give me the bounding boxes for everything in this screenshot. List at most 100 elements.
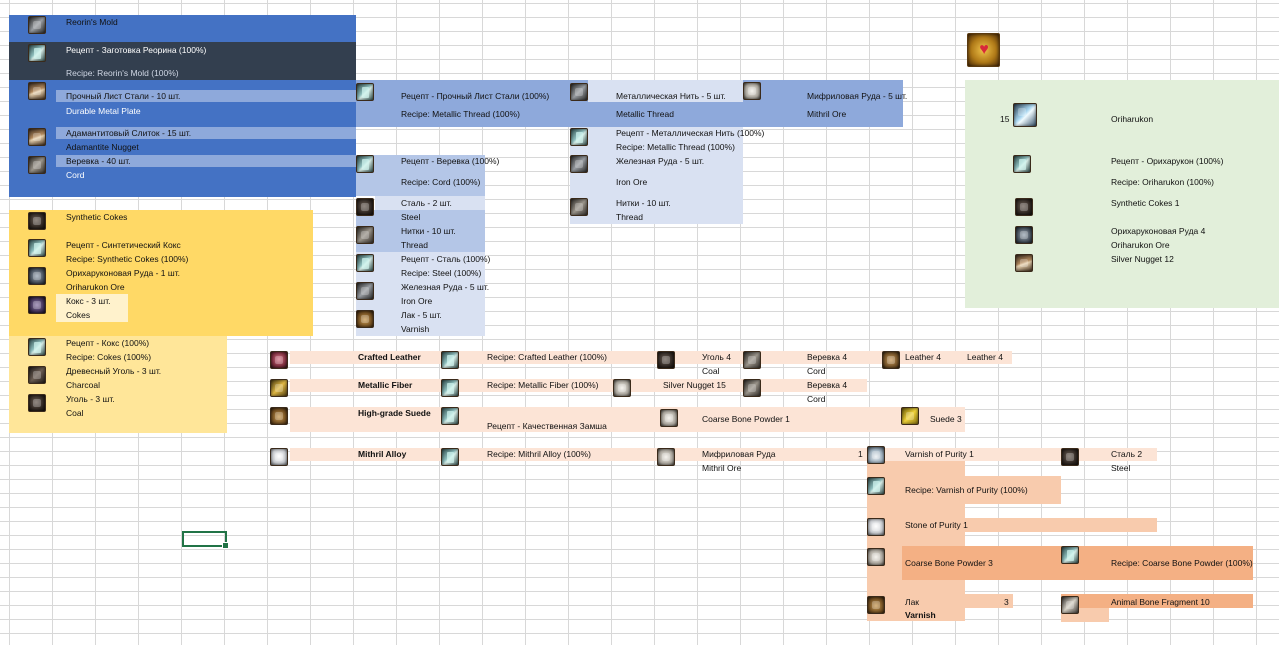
cell-adamantite-en[interactable]: Adamantite Nugget	[66, 142, 139, 152]
cell-adamantite-ru[interactable]: Адамантитовый Слиток - 15 шт.	[66, 128, 192, 138]
cell-varnish-purity[interactable]: Varnish of Purity 1	[905, 449, 974, 459]
cell-cokes-recipe-ru[interactable]: Рецепт - Синтетический Кокс	[66, 240, 181, 250]
cell-varnish-ru[interactable]: Лак - 5 шт.	[401, 310, 442, 320]
cell-steel-ru[interactable]: Сталь - 2 шт.	[401, 198, 452, 208]
cell-koks-ru[interactable]: Кокс - 3 шт.	[66, 296, 111, 306]
cell-orih-en[interactable]: Oriharukon Ore	[66, 282, 125, 292]
cell-coal-en[interactable]: Coal	[66, 408, 84, 418]
cell-fiber-cord-ru[interactable]: Веревка 4	[807, 380, 848, 390]
cell-green-silver[interactable]: Silver Nugget 12	[1111, 254, 1174, 264]
cell-mithril-ru[interactable]: Мифриловая Руда - 5 шт.	[807, 91, 908, 101]
cell-lak-ru[interactable]: Лак	[905, 597, 920, 607]
recipe-scroll-icon	[1013, 155, 1031, 173]
fill-fiber-row	[290, 379, 867, 392]
cell-thread-iron-en[interactable]: Iron Ore	[616, 177, 648, 187]
cell-metallic-thread-ru[interactable]: Металлическая Нить - 5 шт.	[616, 91, 726, 101]
cell-plate-recipe-en[interactable]: Recipe: Metallic Thread (100%)	[401, 109, 520, 119]
cell-varnish-en[interactable]: Varnish	[401, 324, 430, 334]
cell-leather-cord-ru[interactable]: Веревка 4	[807, 352, 848, 362]
cell-thread-en[interactable]: Thread	[401, 240, 428, 250]
cell-lak-count[interactable]: 3	[1004, 597, 1009, 607]
cell-recipe-en[interactable]: Recipe: Reorin's Mold (100%)	[66, 68, 179, 78]
fill-suede-row	[290, 407, 965, 432]
cell-coal-ru[interactable]: Уголь - 3 шт.	[66, 394, 115, 404]
metallic-fiber-icon	[270, 379, 288, 397]
metal-plate-icon	[28, 82, 46, 100]
cell-reorins-mold[interactable]: Reorin's Mold	[66, 17, 118, 27]
cell-plate-recipe-ru[interactable]: Рецепт - Прочный Лист Стали (100%)	[401, 91, 550, 101]
cell-thread-ru[interactable]: Нитки - 10 шт.	[401, 226, 456, 236]
cell-oriharukon[interactable]: Oriharukon	[1111, 114, 1154, 124]
cell-powder-recipe[interactable]: Recipe: Coarse Bone Powder (100%)	[1111, 558, 1253, 568]
cell-suede-recipe-ru[interactable]: Рецепт - Качественная Замша	[487, 421, 607, 431]
cell-leather-coal-ru[interactable]: Уголь 4	[702, 352, 731, 362]
cell-green-ore-ru[interactable]: Орихаруконовая Руда 4	[1111, 226, 1206, 236]
cell-leather-b[interactable]: Leather 4	[967, 352, 1003, 362]
cell-varnish-recipe[interactable]: Recipe: Varnish of Purity (100%)	[905, 485, 1028, 495]
cell-mithril-alloy[interactable]: Mithril Alloy	[358, 449, 407, 459]
cell-alloy-ore-en[interactable]: Mithril Ore	[702, 463, 742, 473]
cell-cord-recipe-ru[interactable]: Рецепт - Веревка (100%)	[401, 156, 500, 166]
cell-green-cokes[interactable]: Synthetic Cokes 1	[1111, 198, 1180, 208]
cell-thread-recipe-en[interactable]: Recipe: Metallic Thread (100%)	[616, 142, 735, 152]
cell-fiber-silver[interactable]: Silver Nugget 15	[663, 380, 726, 390]
cell-iron-en[interactable]: Iron Ore	[401, 296, 433, 306]
cell-metallic-thread-en[interactable]: Metallic Thread	[616, 109, 674, 119]
cell-orih-ru[interactable]: Орихаруконовая Руда - 1 шт.	[66, 268, 181, 278]
cell-crafted-leather-recipe[interactable]: Recipe: Crafted Leather (100%)	[487, 352, 608, 362]
cell-leather-coal-en[interactable]: Coal	[702, 366, 720, 376]
cell-steel-en[interactable]: Steel	[401, 212, 421, 222]
cell-rope-ru[interactable]: Веревка - 40 шт.	[66, 156, 131, 166]
cell-metallic-fiber-recipe[interactable]: Recipe: Metallic Fiber (100%)	[487, 380, 599, 390]
cell-lak-en[interactable]: Varnish	[905, 610, 936, 620]
cell-alloy-steel-en[interactable]: Steel	[1111, 463, 1131, 473]
cell-charcoal-ru[interactable]: Древесный Уголь - 3 шт.	[66, 366, 162, 376]
recipe-scroll-icon	[441, 379, 459, 397]
cell-steel-recipe-en[interactable]: Recipe: Steel (100%)	[401, 268, 482, 278]
cell-thread-threads-ru[interactable]: Нитки - 10 шт.	[616, 198, 671, 208]
cell-thread-iron-ru[interactable]: Железная Руда - 5 шт.	[616, 156, 705, 166]
cell-powder[interactable]: Coarse Bone Powder 3	[905, 558, 993, 568]
cell-steel-recipe-ru[interactable]: Рецепт - Сталь (100%)	[401, 254, 491, 264]
cell-plate-ru[interactable]: Прочный Лист Стали - 10 шт.	[66, 91, 181, 101]
selected-cell[interactable]	[182, 531, 229, 549]
cell-orih-recipe-ru[interactable]: Рецепт - Орихарукон (100%)	[1111, 156, 1224, 166]
cell-bone-fragment[interactable]: Animal Bone Fragment 10	[1111, 597, 1210, 607]
cell-plate-en[interactable]: Durable Metal Plate	[66, 106, 141, 116]
cell-leather-a[interactable]: Leather 4	[905, 352, 941, 362]
cell-suede-powder[interactable]: Coarse Bone Powder 1	[702, 414, 790, 424]
cell-charcoal-en[interactable]: Charcoal	[66, 380, 101, 390]
coarse-bone-powder-icon	[660, 409, 678, 427]
cell-koks-recipe-en[interactable]: Recipe: Cokes (100%)	[66, 352, 152, 362]
cell-alloy-count[interactable]: 1	[858, 449, 863, 459]
cell-orih-recipe-en[interactable]: Recipe: Oriharukon (100%)	[1111, 177, 1214, 187]
cell-rope-en[interactable]: Cord	[66, 170, 85, 180]
cell-oriharukon-count[interactable]: 15	[1000, 114, 1010, 124]
cell-stone-purity[interactable]: Stone of Purity 1	[905, 520, 968, 530]
cell-crafted-leather[interactable]: Crafted Leather	[358, 352, 421, 362]
cell-high-grade-suede[interactable]: High-grade Suede	[358, 408, 431, 418]
cell-thread-recipe-ru[interactable]: Рецепт - Металлическая Нить (100%)	[616, 128, 765, 138]
synthetic-cokes-icon	[1015, 198, 1033, 216]
fill-bone-row	[1061, 594, 1253, 608]
cell-fiber-cord-en[interactable]: Cord	[807, 394, 826, 404]
cell-green-ore-en[interactable]: Oriharukon Ore	[1111, 240, 1170, 250]
cell-cord-recipe-en[interactable]: Recipe: Cord (100%)	[401, 177, 481, 187]
cell-alloy-ore-ru[interactable]: Мифриловая Руда	[702, 449, 776, 459]
cell-synthetic-cokes[interactable]: Synthetic Cokes	[66, 212, 128, 222]
cell-koks-en[interactable]: Cokes	[66, 310, 91, 320]
cell-mithril-en[interactable]: Mithril Ore	[807, 109, 847, 119]
cell-recipe-ru[interactable]: Рецепт - Заготовка Реорина (100%)	[66, 45, 207, 55]
recipe-scroll-icon	[28, 338, 46, 356]
cell-koks-recipe-ru[interactable]: Рецепт - Кокс (100%)	[66, 338, 150, 348]
cell-iron-ru[interactable]: Железная Руда - 5 шт.	[401, 282, 490, 292]
fill-steel-row	[375, 196, 485, 210]
cell-cokes-recipe-en[interactable]: Recipe: Synthetic Cokes (100%)	[66, 254, 189, 264]
cell-alloy-steel-ru[interactable]: Сталь 2	[1111, 449, 1143, 459]
cell-suede-count[interactable]: Suede 3	[930, 414, 962, 424]
cell-leather-cord-en[interactable]: Cord	[807, 366, 826, 376]
cell-mithril-alloy-recipe[interactable]: Recipe: Mithril Alloy (100%)	[487, 449, 591, 459]
cell-metallic-fiber[interactable]: Metallic Fiber	[358, 380, 413, 390]
cell-thread-threads-en[interactable]: Thread	[616, 212, 643, 222]
